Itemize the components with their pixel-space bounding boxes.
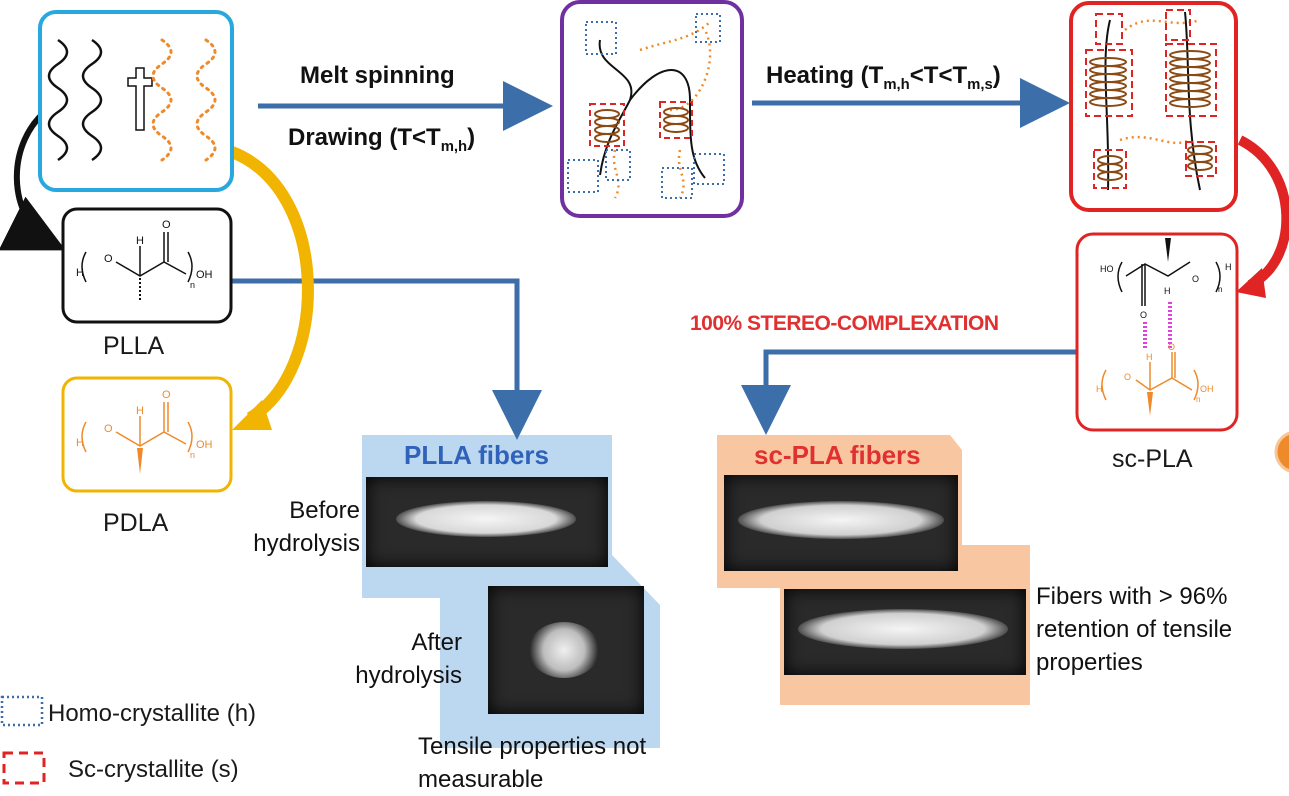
svg-text:O: O (1192, 274, 1199, 284)
sc-fibers-title: sc-PLA fibers (754, 440, 921, 470)
svg-text:OH: OH (196, 439, 213, 451)
sc-legend-label: Sc-crystallite (s) (68, 756, 239, 783)
svg-text:n: n (190, 280, 195, 290)
plla-fibers-title: PLLA fibers (404, 440, 549, 470)
to-plla-arrow (0, 105, 66, 251)
svg-text:H: H (1164, 286, 1171, 296)
svg-text:H: H (1225, 262, 1232, 272)
svg-text:O: O (1168, 342, 1175, 352)
tensile-not-measurable-label: Tensile properties not measurable (418, 733, 647, 793)
svg-text:HO: HO (1100, 264, 1114, 274)
melt-spinning-label: Melt spinning (300, 62, 455, 89)
svg-text:H: H (1096, 384, 1103, 394)
plla-structure-box (61, 207, 233, 324)
spun-fiber-box (560, 0, 744, 218)
svg-text:H: H (136, 235, 144, 247)
svg-text:n: n (190, 450, 195, 460)
svg-text:O: O (104, 253, 113, 265)
homo-legend-icon (0, 695, 44, 727)
stereo-complexation-label: 100% STEREO-COMPLEXATION (690, 312, 999, 335)
pdla-structure-box (61, 376, 233, 493)
svg-text:H: H (1146, 352, 1153, 362)
edge-badge (1274, 431, 1289, 473)
scpla-label: sc-PLA (1112, 445, 1193, 473)
svg-text:O: O (162, 219, 171, 231)
svg-text:OH: OH (196, 269, 213, 281)
pdla-label: PDLA (103, 509, 169, 537)
retention-label: Fibers with > 96% retention of tensile p… (1036, 583, 1233, 676)
homo-legend-label: Homo-crystallite (h) (48, 700, 257, 727)
svg-text:H: H (76, 437, 84, 449)
svg-text:OH: OH (1200, 384, 1214, 394)
plla-after-photo (488, 586, 644, 714)
heating-label: Heating (Tm,h<T<Tm,s) (766, 62, 1001, 93)
sc-before-photo (724, 475, 958, 571)
after-hydrolysis-label: After hydrolysis (355, 629, 462, 689)
svg-text:O: O (1140, 310, 1147, 320)
to-pdla-arrow (229, 146, 314, 424)
before-hydrolysis-label: Before hydrolysis (253, 497, 360, 557)
to-scpla-arrow (1237, 135, 1289, 290)
sc-after-photo (784, 589, 1026, 675)
svg-text:O: O (104, 423, 113, 435)
svg-text:H: H (76, 267, 84, 279)
plla-before-photo (366, 477, 608, 567)
scpla-structure-box (1075, 232, 1239, 432)
svg-text:n: n (1196, 395, 1200, 404)
plla-to-fibers-arrow (232, 278, 542, 440)
svg-text:O: O (162, 389, 171, 401)
sc-legend-icon (2, 751, 46, 785)
svg-text:H: H (136, 405, 144, 417)
sc-to-fibers-arrow (741, 349, 1076, 435)
svg-text:O: O (1124, 372, 1131, 382)
drawing-label: Drawing (T<Tm,h) (288, 124, 476, 155)
svg-text:n: n (1218, 285, 1222, 294)
plla-label: PLLA (103, 332, 165, 360)
